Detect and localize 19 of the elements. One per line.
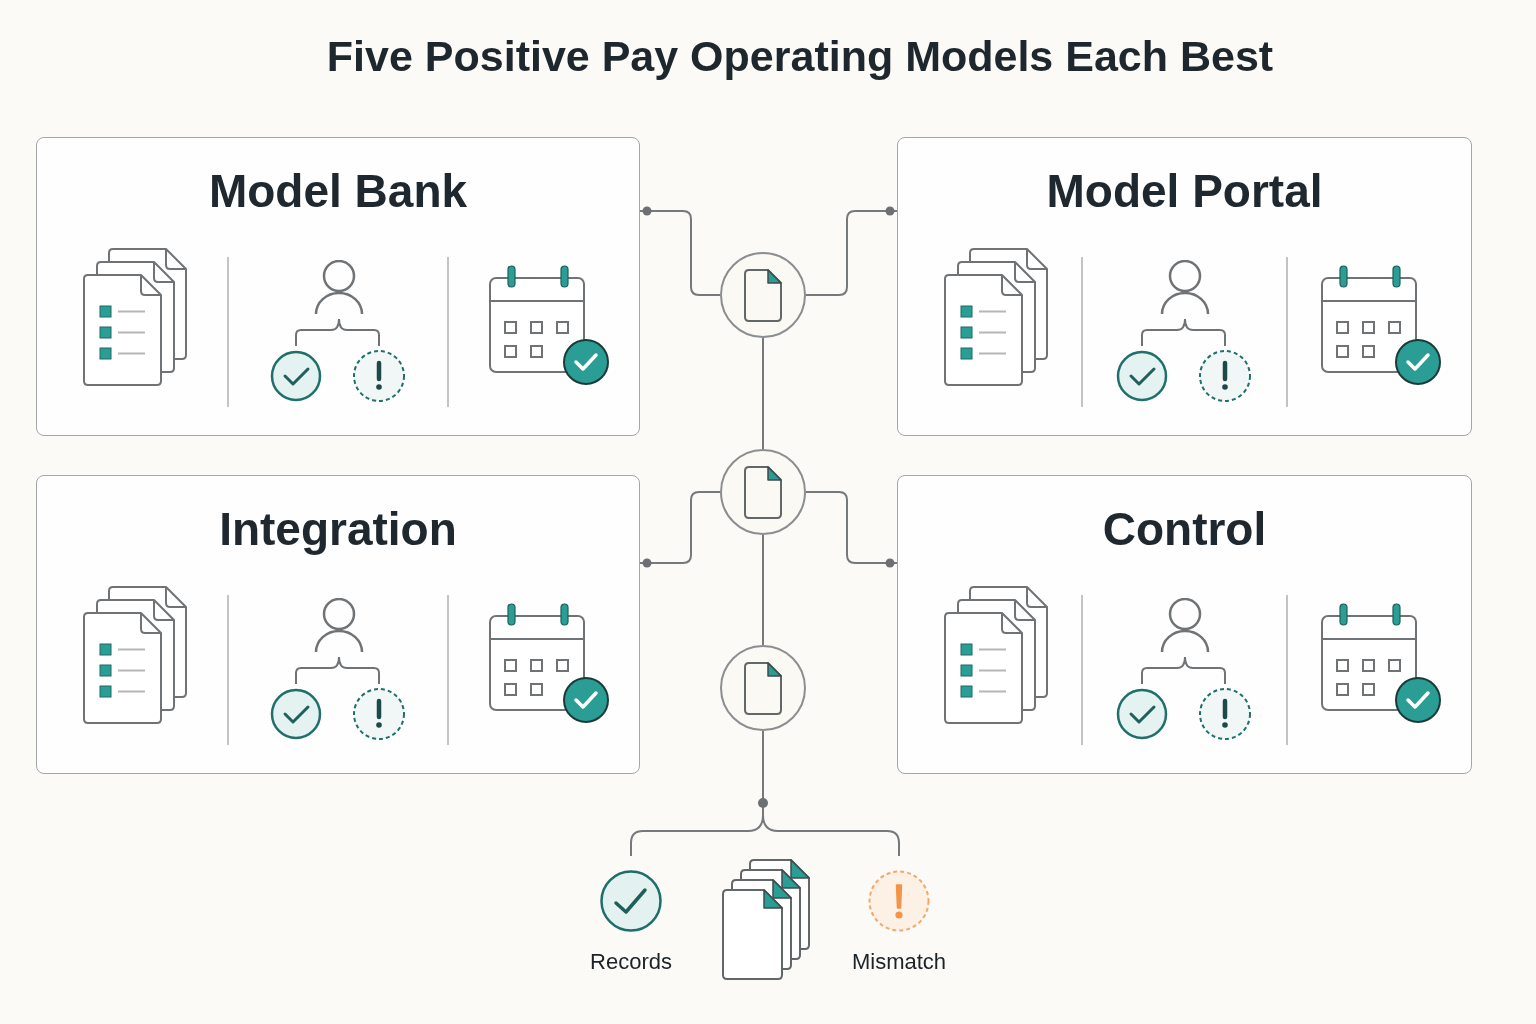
model-panel [897, 137, 1472, 436]
connector-line [762, 337, 764, 450]
connector-line [762, 730, 764, 816]
result-label: Records [590, 949, 672, 975]
model-panel [36, 137, 640, 436]
connector-line [762, 534, 764, 646]
diagram-title: Five Positive Pay Operating Models Each Best [326, 32, 1274, 80]
connector-line [639, 491, 721, 568]
connector-line [762, 814, 900, 857]
connector-line [639, 206, 721, 296]
panel-title: Integration [219, 505, 457, 553]
panel-title: Model Bank [208, 167, 468, 215]
panel-title: Model Portal [1046, 167, 1323, 215]
panel-title: Control [1102, 505, 1267, 553]
model-panel [897, 475, 1472, 774]
result-label: Mismatch [851, 949, 947, 975]
connector-line [805, 491, 898, 568]
model-panel [36, 475, 640, 774]
connector-line [805, 206, 898, 296]
